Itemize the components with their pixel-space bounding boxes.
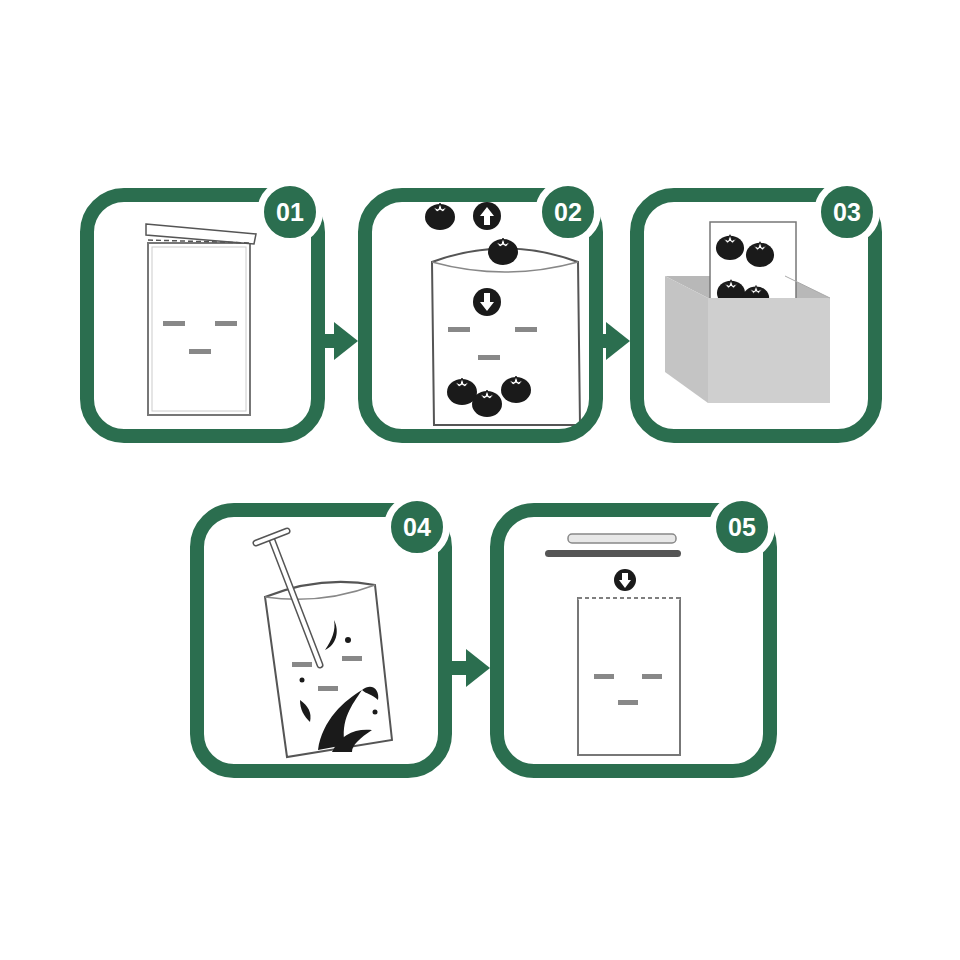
sample-bag [146, 224, 256, 415]
flow-arrow [603, 334, 606, 348]
flow-arrow [452, 661, 466, 675]
step-panel: 03 [630, 188, 882, 443]
step-panel: 05 [490, 503, 777, 778]
step-number-badge: 04 [384, 494, 450, 560]
homogenising-bag [256, 531, 392, 757]
step-panel: 02 [358, 188, 603, 443]
step-number-badge: 02 [535, 179, 601, 245]
step-number: 04 [403, 515, 431, 540]
step-panel: 04 [190, 503, 452, 778]
step-number: 01 [276, 200, 304, 225]
step-number-badge: 01 [257, 179, 323, 245]
step-number-badge: 03 [814, 179, 880, 245]
step-number: 02 [554, 200, 582, 225]
flow-arrow [325, 334, 334, 348]
step-number: 05 [728, 515, 756, 540]
step-panel: 01 [80, 188, 325, 443]
closing-clip [545, 534, 681, 755]
step-number-badge: 05 [709, 494, 775, 560]
bag-in-stomacher [665, 222, 830, 403]
step-number: 03 [833, 200, 861, 225]
